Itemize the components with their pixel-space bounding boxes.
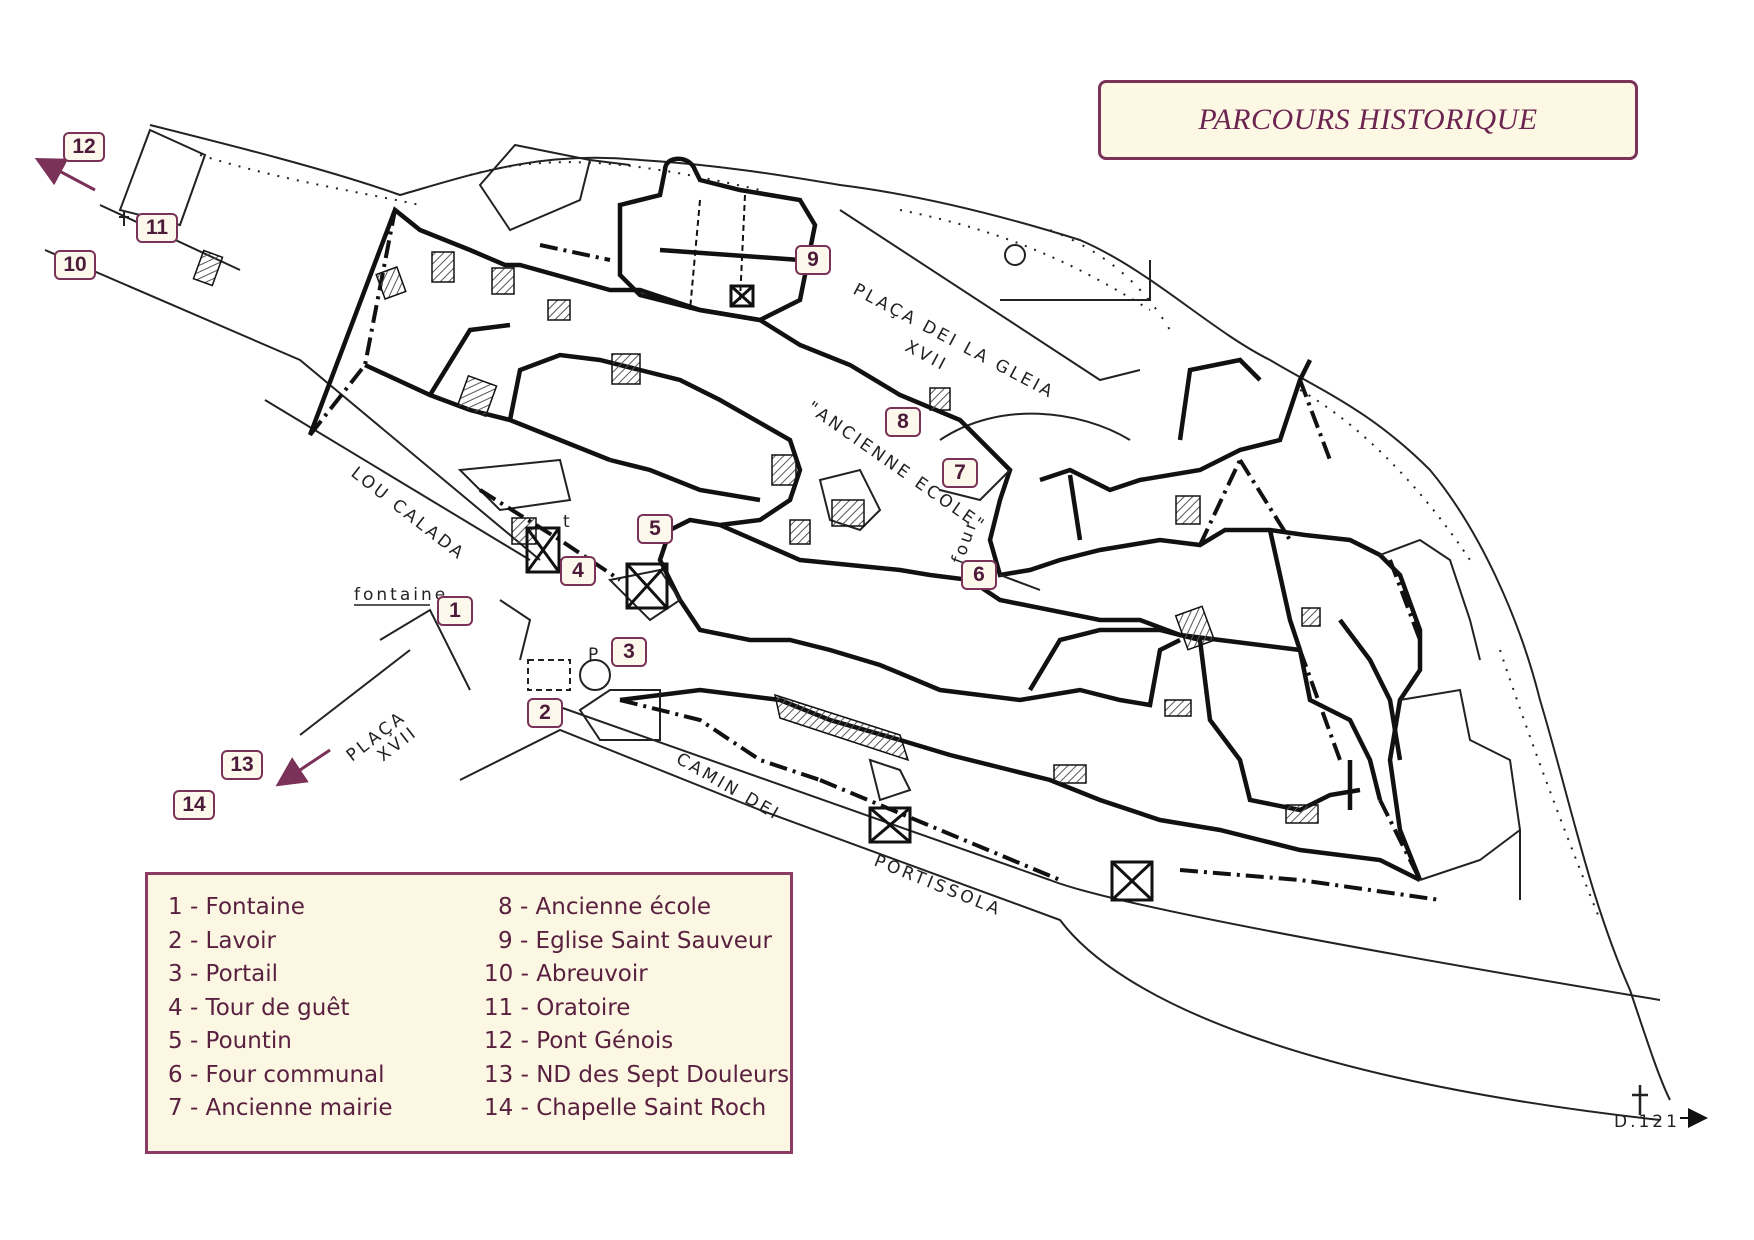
wall-dashdot: [308, 209, 1441, 902]
legend-item: 8 - Ancienne école: [498, 894, 712, 920]
legend-item: 2 - Lavoir: [168, 927, 276, 954]
legend-item: 11 - Oratoire: [484, 994, 631, 1021]
marker-2[interactable]: 2: [527, 698, 563, 728]
marker-4[interactable]: 4: [560, 556, 596, 586]
label-camin-dei: CAMIN DEI: [673, 749, 784, 825]
label-p: P: [588, 645, 601, 665]
tower-squares: [525, 284, 1154, 902]
title-banner: PARCOURS HISTORIQUE: [1098, 80, 1638, 160]
marker-6[interactable]: 6: [961, 560, 997, 590]
legend-column-1: 1 - Fontaine 2 - Lavoir 3 - Portail 4 - …: [168, 891, 393, 1126]
marker-13[interactable]: 13: [221, 750, 263, 780]
church-square: [839, 209, 1151, 441]
cliff-edge: [149, 124, 1671, 1101]
label-portissola: PORTISSOLA: [871, 851, 1005, 921]
marker-11[interactable]: 11: [136, 213, 178, 243]
marker-3[interactable]: 3: [611, 637, 647, 667]
legend-item: 6 - Four communal: [168, 1061, 385, 1088]
marker-9[interactable]: 9: [795, 245, 831, 275]
legend-item: 10 - Abreuvoir: [484, 961, 648, 987]
marker-5[interactable]: 5: [637, 514, 673, 544]
marker-7[interactable]: 7: [942, 458, 978, 488]
marker-8[interactable]: 8: [885, 407, 921, 437]
legend-item: 9 - Eglise Saint Sauveur: [498, 927, 772, 954]
legend-item: 13 - ND des Sept Douleurs: [484, 1061, 790, 1088]
marker-14[interactable]: 14: [173, 790, 215, 820]
church-building: [617, 156, 818, 323]
label-cross: t: [563, 512, 573, 532]
legend-item: 14 - Chapelle Saint Roch: [484, 1095, 767, 1121]
arrow-12-icon: [34, 157, 96, 192]
building-blocks: [307, 206, 1423, 883]
legend-item: 4 - Tour de guêt: [168, 994, 350, 1021]
label-fontaine: fontaine: [354, 585, 448, 605]
marker-12[interactable]: 12: [63, 132, 105, 162]
legend-item: 12 - Pont Génois: [484, 1028, 674, 1054]
legend-column-2: 8 - Ancienne école 9 - Eglise Saint Sauv…: [484, 891, 789, 1126]
marker-1[interactable]: 1: [437, 596, 473, 626]
marker-10[interactable]: 10: [54, 250, 96, 280]
legend-item: 3 - Portail: [168, 961, 279, 987]
roads: [44, 204, 1661, 1121]
hatched-passages: [192, 249, 1321, 824]
thin-building-lines: [118, 128, 1521, 900]
legend-item: 7 - Ancienne mairie: [168, 1095, 393, 1121]
label-lou-calada: LOU CALADA: [347, 463, 469, 565]
legend-panel: 1 - Fontaine 2 - Lavoir 3 - Portail 4 - …: [145, 872, 793, 1154]
page-title: PARCOURS HISTORIQUE: [1198, 103, 1538, 136]
legend-item: 1 - Fontaine: [168, 894, 305, 920]
legend-item: 5 - Pountin: [168, 1028, 292, 1054]
label-road: D.121: [1614, 1112, 1680, 1132]
arrow-13-icon: [275, 748, 331, 787]
small-features: [119, 212, 1648, 1115]
